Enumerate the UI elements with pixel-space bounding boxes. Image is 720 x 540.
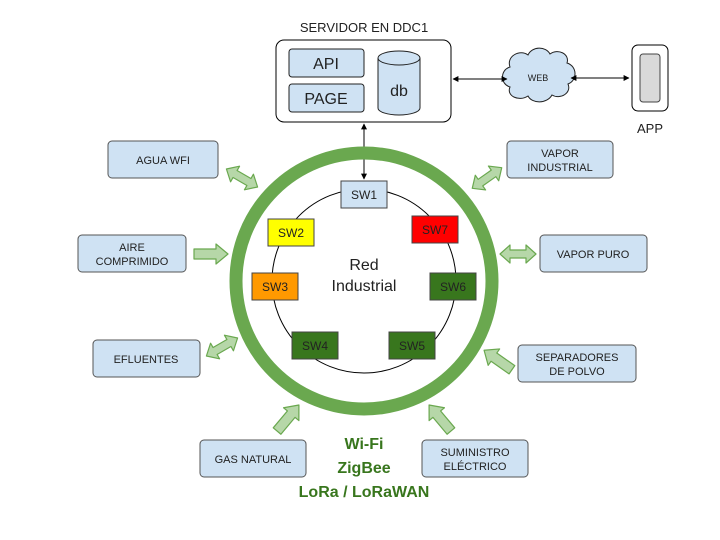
utility-separadores-line2: DE POLVO bbox=[549, 366, 605, 378]
utility-efluentes-line1: EFLUENTES bbox=[114, 354, 179, 366]
phone-icon bbox=[631, 44, 669, 112]
server-title: SERVIDOR EN DDC1 bbox=[300, 20, 428, 35]
utility-suministro-electrico: SUMINISTRO ELÉCTRICO bbox=[421, 439, 529, 478]
utility-aire-line2: COMPRIMIDO bbox=[96, 256, 169, 268]
switch-sw1-label: SW1 bbox=[351, 188, 377, 202]
arrow-separadores bbox=[483, 348, 516, 375]
switch-sw4-label: SW4 bbox=[302, 339, 328, 353]
wireless-ring bbox=[229, 146, 499, 416]
utility-separadores: SEPARADORES DE POLVO bbox=[517, 344, 637, 383]
arrow-agua-wfi bbox=[225, 165, 259, 191]
switch-sw3-label: SW3 bbox=[262, 280, 288, 294]
switch-sw2: SW2 bbox=[267, 218, 315, 247]
utility-agua-wfi-line1: AGUA WFI bbox=[136, 155, 190, 167]
arrow-gas-natural bbox=[272, 404, 300, 435]
switch-sw6: SW6 bbox=[429, 272, 477, 301]
utility-vapor-puro: VAPOR PURO bbox=[539, 234, 648, 273]
switch-sw4: SW4 bbox=[291, 331, 339, 360]
utility-suministro-line2: ELÉCTRICO bbox=[444, 460, 507, 473]
utility-separadores-line1: SEPARADORES bbox=[536, 352, 619, 364]
network-title-line1: Red bbox=[349, 257, 378, 274]
app-label: APP bbox=[637, 121, 663, 136]
utility-aire-comprimido: AIRE COMPRIMIDO bbox=[77, 234, 187, 273]
utility-gas-natural: GAS NATURAL bbox=[199, 439, 307, 478]
utility-aire-line1: AIRE bbox=[119, 242, 145, 254]
arrow-vapor-puro bbox=[499, 244, 537, 264]
api-block bbox=[288, 48, 365, 78]
switch-sw3: SW3 bbox=[251, 272, 299, 301]
utility-gas-line1: GAS NATURAL bbox=[215, 454, 292, 466]
utility-vapor-ind-line2: INDUSTRIAL bbox=[527, 162, 592, 174]
switch-sw5: SW5 bbox=[388, 331, 436, 360]
utility-suministro-line1: SUMINISTRO bbox=[440, 447, 510, 459]
utility-vapor-industrial: VAPOR INDUSTRIAL bbox=[506, 140, 614, 179]
arrow-vapor-industrial bbox=[471, 165, 503, 191]
arrow-suministro-electrico bbox=[428, 404, 456, 435]
switch-sw7: SW7 bbox=[411, 215, 459, 244]
utility-vapor-ind-line1: VAPOR bbox=[541, 148, 579, 160]
page-block bbox=[288, 83, 365, 113]
switch-sw2-label: SW2 bbox=[278, 226, 304, 240]
wireless-zigbee: ZigBee bbox=[337, 460, 390, 477]
utility-agua-wfi: AGUA WFI bbox=[107, 140, 219, 179]
web-cloud-icon bbox=[502, 47, 576, 103]
arrow-aire-comprimido bbox=[193, 243, 229, 265]
switch-sw1: SW1 bbox=[340, 180, 388, 209]
switch-sw5-label: SW5 bbox=[399, 339, 425, 353]
wireless-lora: LoRa / LoRaWAN bbox=[299, 484, 430, 501]
arrow-efluentes bbox=[205, 334, 239, 360]
page-label: PAGE bbox=[304, 91, 347, 108]
wireless-wifi: Wi-Fi bbox=[345, 436, 384, 453]
api-label: API bbox=[313, 56, 339, 73]
network-title-line2: Industrial bbox=[332, 278, 397, 295]
utility-efluentes: EFLUENTES bbox=[92, 339, 201, 378]
db-label: db bbox=[390, 83, 408, 100]
web-label: WEB bbox=[528, 73, 549, 83]
switch-sw6-label: SW6 bbox=[440, 280, 466, 294]
utility-vapor-puro-line1: VAPOR PURO bbox=[557, 249, 630, 261]
database-icon bbox=[377, 50, 421, 116]
switch-sw7-label: SW7 bbox=[422, 223, 448, 237]
